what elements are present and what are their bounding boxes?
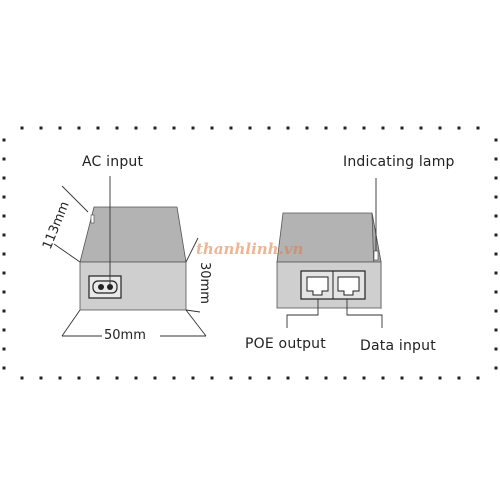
border-dot [134, 126, 138, 130]
border-dot [494, 252, 498, 256]
border-dot [2, 366, 6, 370]
right-device [276, 212, 382, 310]
border-dot [2, 328, 6, 332]
border-dot [39, 126, 43, 130]
border-dot [58, 376, 62, 380]
indicating-lamp-label: Indicating lamp [343, 154, 455, 170]
border-dot [115, 126, 119, 130]
border-dot [267, 126, 271, 130]
border-dot [400, 376, 404, 380]
left-device-top-face [79, 206, 187, 263]
border-dot [438, 376, 442, 380]
border-dot [457, 376, 461, 380]
border-dot [2, 290, 6, 294]
border-dot [191, 376, 195, 380]
border-dot [494, 347, 498, 351]
border-dot [77, 126, 81, 130]
border-dot [494, 138, 498, 142]
border-dot [96, 376, 100, 380]
border-dot [419, 126, 423, 130]
border-dot [153, 376, 157, 380]
border-dot [153, 126, 157, 130]
ac-socket [88, 275, 122, 299]
border-dot [305, 126, 309, 130]
border-dot [191, 126, 195, 130]
border-dot [58, 126, 62, 130]
border-dot [134, 376, 138, 380]
border-dot [494, 290, 498, 294]
border-dot [248, 376, 252, 380]
border-dot [381, 126, 385, 130]
left-device [79, 206, 187, 311]
border-dot [2, 214, 6, 218]
ac-pin-left [98, 284, 104, 290]
border-dot [494, 328, 498, 332]
border-dot [324, 376, 328, 380]
border-dot [476, 126, 480, 130]
border-dot [2, 309, 6, 313]
border-dot [494, 233, 498, 237]
border-dot [20, 376, 24, 380]
border-dot [2, 271, 6, 275]
poe-output-label: POE output [245, 336, 326, 352]
watermark: thanhlinh.vn [196, 240, 304, 258]
border-dot [2, 138, 6, 142]
border-dot [210, 126, 214, 130]
border-dot [362, 376, 366, 380]
border-dot [305, 376, 309, 380]
indicator-lamp [373, 250, 379, 261]
border-dot [343, 376, 347, 380]
left-leader-lines [53, 176, 207, 337]
border-dot [286, 376, 290, 380]
border-dot [229, 126, 233, 130]
border-dot [20, 126, 24, 130]
rj45-data-input-port [337, 276, 360, 296]
border-dot [343, 126, 347, 130]
dotted-border [2, 126, 498, 380]
border-dot [2, 157, 6, 161]
border-dot [77, 376, 81, 380]
border-dot [494, 309, 498, 313]
border-dot [2, 252, 6, 256]
border-dot [229, 376, 233, 380]
border-dot [115, 376, 119, 380]
border-dot [324, 126, 328, 130]
data-input-label: Data input [360, 338, 436, 354]
rj45-poe-output-port [306, 276, 329, 296]
border-dot [438, 126, 442, 130]
border-dot [96, 126, 100, 130]
border-dot [2, 347, 6, 351]
border-dot [362, 126, 366, 130]
width-dimension-label: 50mm [104, 328, 146, 343]
border-dot [267, 376, 271, 380]
border-dot [210, 376, 214, 380]
border-dot [494, 214, 498, 218]
border-dot [494, 176, 498, 180]
border-dot [2, 195, 6, 199]
border-dot [39, 376, 43, 380]
height-dimension-label: 30mm [197, 262, 212, 304]
border-dot [2, 233, 6, 237]
border-dot [400, 126, 404, 130]
border-dot [457, 126, 461, 130]
border-dot [476, 376, 480, 380]
border-dot [494, 366, 498, 370]
left-device-slot [90, 214, 95, 224]
border-dot [419, 376, 423, 380]
border-dot [494, 271, 498, 275]
border-dot [494, 157, 498, 161]
ac-input-label: AC input [82, 154, 144, 170]
border-dot [172, 376, 176, 380]
border-dot [286, 126, 290, 130]
right-leader-lines [286, 178, 383, 328]
border-dot [172, 126, 176, 130]
border-dot [2, 176, 6, 180]
border-dot [381, 376, 385, 380]
border-dot [248, 126, 252, 130]
border-dot [494, 195, 498, 199]
ac-socket-inner [92, 280, 118, 294]
ac-pin-right [107, 284, 113, 290]
